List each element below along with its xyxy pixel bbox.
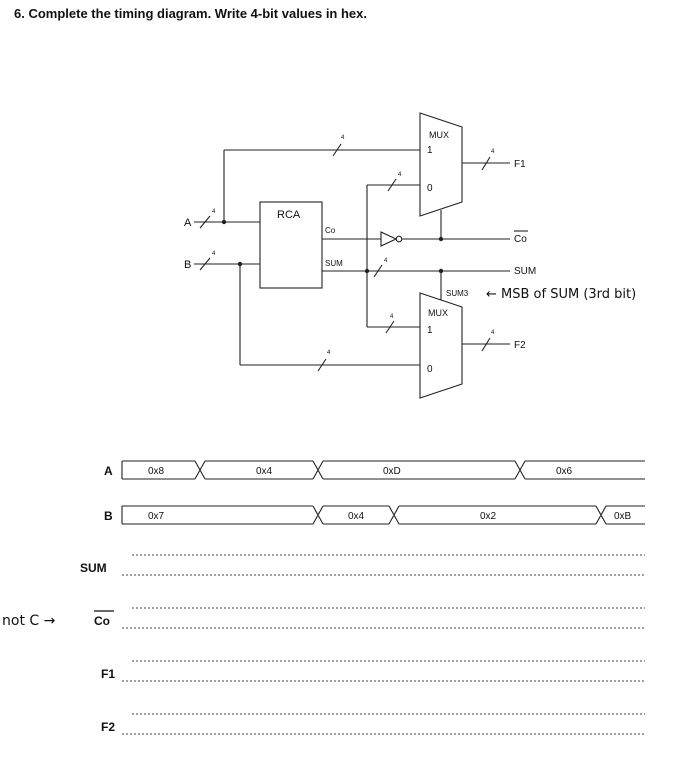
- signal-value: 0x8: [148, 466, 165, 477]
- bus-width-a: 4: [212, 209, 216, 215]
- bus-width-f2: 4: [491, 330, 495, 336]
- rca-sum-port: SUM: [325, 259, 343, 268]
- rca-co-port: Co: [325, 226, 336, 235]
- signal-value: 0x6: [556, 466, 573, 477]
- signal-label-a: A: [104, 464, 113, 478]
- signal-label-f2: F2: [101, 720, 115, 734]
- bus-width-sum-top: 4: [398, 172, 402, 178]
- bus-width-b: 4: [212, 251, 216, 257]
- bus-width-sum: 4: [384, 258, 388, 264]
- signal-value: 0xD: [383, 466, 401, 477]
- signal-label-b: B: [104, 509, 113, 523]
- mux-bottom-label: MUX: [428, 308, 448, 318]
- signal-value: 0x2: [480, 511, 497, 522]
- signal-label-co: Co: [94, 614, 110, 628]
- signal-value: 0x4: [348, 511, 365, 522]
- mux-top: [419, 112, 463, 217]
- handwritten-note-msb: ← MSB of SUM (3rd bit): [486, 287, 636, 302]
- mux-bottom-sel0: 0: [427, 364, 433, 375]
- input-b-label: B: [184, 259, 191, 271]
- bus-width-f1: 4: [491, 149, 495, 155]
- output-co-bar: Co: [514, 234, 527, 245]
- signal-label-sum: SUM: [80, 561, 107, 575]
- circuit-diagram: MUX 1 0 MUX 1 0 RCA Co SUM A B 4 4 4 4: [184, 112, 636, 399]
- rca-block: [259, 201, 323, 289]
- mux-bottom: [419, 292, 463, 399]
- question-title: 6. Complete the timing diagram. Write 4-…: [14, 6, 367, 21]
- mux-top-sel1: 1: [427, 145, 433, 156]
- bus-width-a-mux: 4: [341, 135, 345, 141]
- signal-label-f1: F1: [101, 667, 115, 681]
- mux-top-sel0: 0: [427, 183, 433, 194]
- input-a-label: A: [184, 217, 192, 229]
- signal-value: 0x7: [148, 511, 165, 522]
- output-f2: F2: [514, 340, 526, 351]
- signal-value: 0xB: [614, 511, 632, 522]
- signal-waveform-a: [121, 460, 645, 480]
- mux-top-label: MUX: [429, 130, 449, 140]
- bus-width-b-mux: 4: [327, 350, 331, 356]
- output-f1: F1: [514, 159, 526, 170]
- inverter: [380, 231, 398, 247]
- rca-label: RCA: [277, 209, 301, 221]
- mux-bottom-sel1: 1: [427, 325, 433, 336]
- signal-waveform-b: [121, 505, 645, 525]
- handwritten-note-not-c: not C →: [2, 613, 56, 629]
- output-sum: SUM: [514, 266, 536, 277]
- select-label: SUM3: [446, 289, 469, 298]
- bus-width-sum-bottom: 4: [390, 314, 394, 320]
- signal-value: 0x4: [256, 466, 273, 477]
